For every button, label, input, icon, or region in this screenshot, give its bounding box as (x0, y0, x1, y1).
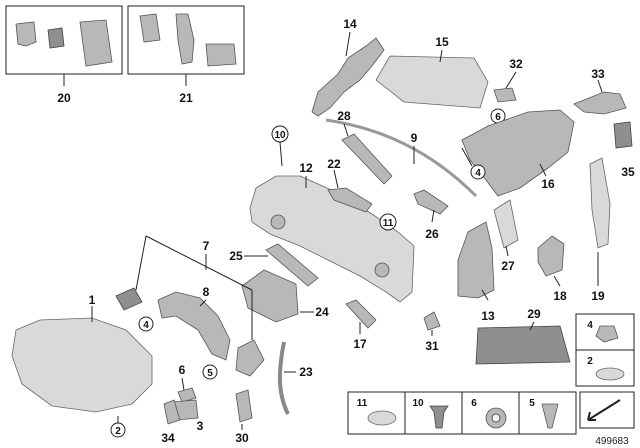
part-32 (493, 87, 517, 103)
callout-4-top (470, 164, 486, 180)
label-34: 34 (161, 431, 175, 445)
label-15: 15 (435, 35, 449, 49)
part-24 (241, 269, 299, 323)
group-21-parts (139, 13, 237, 67)
label-30: 30 (235, 431, 249, 445)
part-29 (475, 325, 571, 365)
part-8 (157, 291, 231, 361)
part-34 (163, 399, 181, 425)
legend-part-2 (595, 367, 625, 381)
label-20: 20 (57, 91, 71, 105)
part-27 (493, 199, 519, 249)
label-24: 24 (315, 305, 329, 319)
part-25 (265, 243, 319, 287)
group-20-parts (15, 19, 113, 67)
arrow-icon (587, 399, 621, 421)
label-23: 23 (299, 365, 313, 379)
part-31 (423, 311, 441, 331)
diagram-symbol-box (579, 391, 635, 429)
callout-4-top-text: 4 (475, 168, 481, 179)
label-13: 13 (481, 309, 495, 323)
legend-bottom-11: 11 (357, 398, 368, 409)
label-6: 6 (179, 363, 186, 377)
label-18: 18 (553, 289, 567, 303)
part-9 (325, 118, 478, 198)
legend-side-4: 4 (587, 320, 593, 331)
label-17: 17 (353, 337, 367, 351)
legend-part-10 (429, 405, 449, 429)
callout-2-text: 2 (115, 426, 121, 437)
legend-part-11 (367, 410, 397, 426)
callout-5 (202, 364, 218, 380)
label-31: 31 (425, 339, 439, 353)
part-17 (345, 299, 377, 329)
bracket-7 (135, 235, 253, 340)
part-28 (341, 133, 393, 185)
label-26: 26 (425, 227, 439, 241)
label-12: 12 (299, 161, 313, 175)
label-33: 33 (591, 67, 605, 81)
label-28: 28 (337, 109, 351, 123)
part-23 (277, 341, 290, 415)
label-32: 32 (509, 57, 523, 71)
legend-part-5 (541, 403, 559, 429)
legend-side-2: 2 (587, 356, 593, 367)
label-22: 22 (327, 157, 341, 171)
part-18 (537, 235, 565, 277)
diagram-id: 499683 (595, 436, 629, 447)
legend-bottom-10: 10 (412, 398, 424, 409)
label-14: 14 (343, 17, 357, 31)
part-12 (249, 175, 415, 303)
part-6 (177, 387, 197, 403)
part-19 (589, 157, 611, 249)
part-26 (413, 189, 449, 215)
label-1: 1 (89, 293, 96, 307)
label-8: 8 (203, 285, 210, 299)
label-3: 3 (197, 419, 204, 433)
callout-11 (379, 213, 397, 231)
label-19: 19 (591, 289, 605, 303)
part-30 (235, 389, 253, 423)
part-12-hole-b (374, 262, 390, 278)
label-7: 7 (203, 239, 210, 253)
part-12-hole-a (270, 214, 286, 230)
part-33 (573, 91, 627, 115)
legend-part-6-hole (491, 413, 501, 423)
part-15 (375, 55, 489, 109)
callout-4-mid (138, 316, 154, 332)
label-35: 35 (621, 165, 635, 179)
callout-5-text: 5 (207, 368, 213, 379)
part-35 (613, 121, 633, 149)
callout-2 (110, 422, 126, 438)
callout-10-text: 10 (274, 130, 286, 141)
part-bracket-5 (235, 339, 265, 377)
legend-part-4 (595, 325, 619, 343)
label-27: 27 (501, 259, 515, 273)
legend-bottom-6: 6 (471, 398, 477, 409)
label-9: 9 (411, 131, 418, 145)
callout-6-top-text: 6 (495, 112, 501, 123)
label-25: 25 (229, 249, 243, 263)
part-bracket-small (115, 287, 143, 311)
label-21: 21 (179, 91, 193, 105)
label-29: 29 (527, 307, 541, 321)
part-16 (461, 109, 575, 197)
callout-11-text: 11 (383, 218, 394, 229)
part-14 (311, 37, 385, 117)
part-22 (327, 187, 373, 213)
legend-bottom-5: 5 (529, 398, 535, 409)
part-13 (457, 221, 495, 299)
part-1 (11, 317, 153, 413)
label-16: 16 (541, 177, 555, 191)
callout-4-mid-text: 4 (143, 320, 149, 331)
